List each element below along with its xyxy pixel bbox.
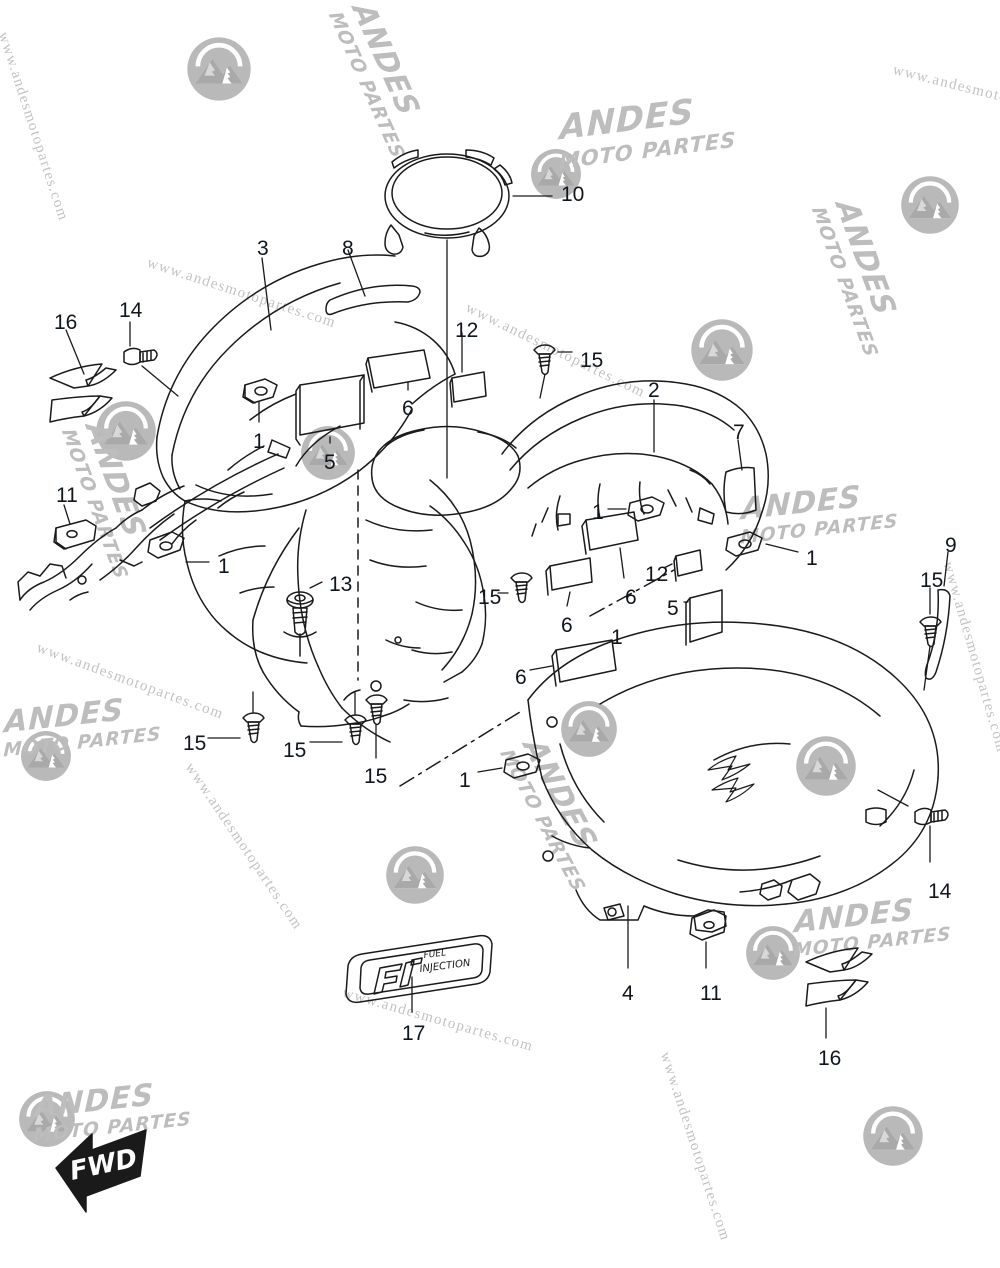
part-17-fi-emblem — [345, 934, 493, 1004]
callout-number-1: 1 — [253, 430, 265, 453]
callout-number-11: 11 — [56, 484, 78, 507]
callout-number-15: 15 — [364, 765, 388, 788]
andes-mountain-circle-logo — [745, 925, 801, 981]
part-1-clip-right-a — [627, 496, 665, 522]
part-2-right-tank-cover — [501, 380, 769, 571]
callout-number-12: 12 — [455, 319, 479, 342]
callout-number-9: 9 — [945, 534, 957, 557]
part-15-screw-d — [510, 572, 533, 604]
part-1-clip-upper-left — [242, 378, 278, 404]
part-4-lower-tank-body — [527, 621, 940, 933]
callout-number-15: 15 — [283, 739, 307, 762]
callout-number-1: 1 — [806, 547, 818, 570]
andes-mountain-circle-logo — [300, 425, 356, 481]
callout-number-3: 3 — [257, 237, 269, 260]
callout-number-1: 1 — [218, 555, 230, 578]
callout-number-6: 6 — [402, 397, 414, 420]
callout-number-14: 14 — [928, 880, 952, 903]
suzuki-s-engraved-on-tank — [707, 755, 755, 803]
callout-number-11: 11 — [700, 982, 722, 1005]
andes-mountain-circle-logo — [20, 730, 72, 782]
part-9-trim-strip-right — [924, 588, 951, 680]
callout-number-16: 16 — [54, 311, 78, 334]
fi-fuel-label: FUEL — [423, 948, 447, 961]
callout-number-1: 1 — [611, 626, 623, 649]
callout-number-15: 15 — [478, 586, 502, 609]
andes-mountain-circle-logo — [186, 36, 252, 102]
andes-mountain-circle-logo — [862, 1105, 924, 1167]
part-6-cushion-right-c — [551, 639, 617, 687]
part-11-left-bracket — [53, 519, 97, 550]
part-5-cushion-left — [295, 374, 365, 446]
part-1-clip-right-b — [725, 531, 763, 557]
callout-number-1: 1 — [459, 769, 471, 792]
part-3-left-tank-cover — [155, 254, 456, 664]
andes-mountain-circle-logo — [18, 1090, 76, 1148]
andes-mountain-circle-logo — [530, 148, 582, 200]
andes-mountain-circle-logo — [95, 400, 157, 462]
fwd-arrow-marker — [55, 1129, 147, 1213]
callout-number-10: 10 — [561, 183, 585, 206]
andes-mountain-circle-logo — [385, 845, 445, 905]
part-12-cushion-right — [673, 549, 703, 582]
callout-number-17: 17 — [402, 1022, 426, 1045]
callout-number-5: 5 — [324, 451, 336, 474]
callout-number-15: 15 — [920, 569, 944, 592]
part-15-screw-right — [919, 616, 942, 648]
callout-number-5: 5 — [667, 597, 679, 620]
part-15-screw-a — [242, 712, 265, 744]
part-14-bolt-right — [914, 807, 949, 826]
part-15-screw-c — [365, 694, 388, 726]
part-16-suzuki-emblem-right — [805, 947, 873, 1007]
callout-number-13: 13 — [329, 573, 353, 596]
callout-number-6: 6 — [515, 666, 527, 689]
part-14-bolt-left — [123, 347, 158, 366]
callout-number-15: 15 — [580, 349, 604, 372]
inner-frame-rail-left — [17, 482, 185, 611]
callout-number-6: 6 — [561, 614, 573, 637]
upper-cover-edges — [171, 393, 297, 545]
callout-number-4: 4 — [622, 982, 634, 1005]
callout-number-14: 14 — [119, 299, 143, 322]
part-6-cushion-right-a — [581, 511, 639, 555]
part-15-screw-b — [344, 714, 367, 746]
tank-rib-lines — [149, 439, 291, 541]
callout-number-8: 8 — [342, 237, 354, 260]
andes-mountain-circle-logo — [690, 318, 754, 382]
part-10-fuel-cap-ring — [384, 149, 513, 258]
part-8-trim-strip — [325, 284, 421, 316]
callout-number-2: 2 — [648, 379, 660, 402]
part-5-cushion-right — [685, 589, 723, 646]
callout-number-6: 6 — [625, 586, 637, 609]
callout-number-7: 7 — [733, 421, 745, 444]
callout-number-1: 1 — [592, 501, 604, 524]
part-1-clip-right-c — [503, 753, 541, 779]
part-6-cushion-upper — [365, 349, 431, 393]
andes-mountain-circle-logo — [795, 735, 857, 797]
callout-number-15: 15 — [183, 732, 207, 755]
part-11-right-bracket — [689, 909, 727, 941]
part-7-pad — [723, 466, 757, 515]
callout-number-16: 16 — [818, 1047, 842, 1070]
andes-mountain-circle-logo — [900, 175, 960, 235]
part-16-suzuki-emblem-left — [49, 363, 117, 423]
andes-mountain-circle-logo — [560, 700, 618, 758]
part-6-cushion-right-b — [545, 557, 593, 596]
callout-number-12: 12 — [645, 563, 669, 586]
center-shell-and-filler-opening — [251, 425, 675, 787]
part-12-cushion-upper — [449, 371, 487, 408]
